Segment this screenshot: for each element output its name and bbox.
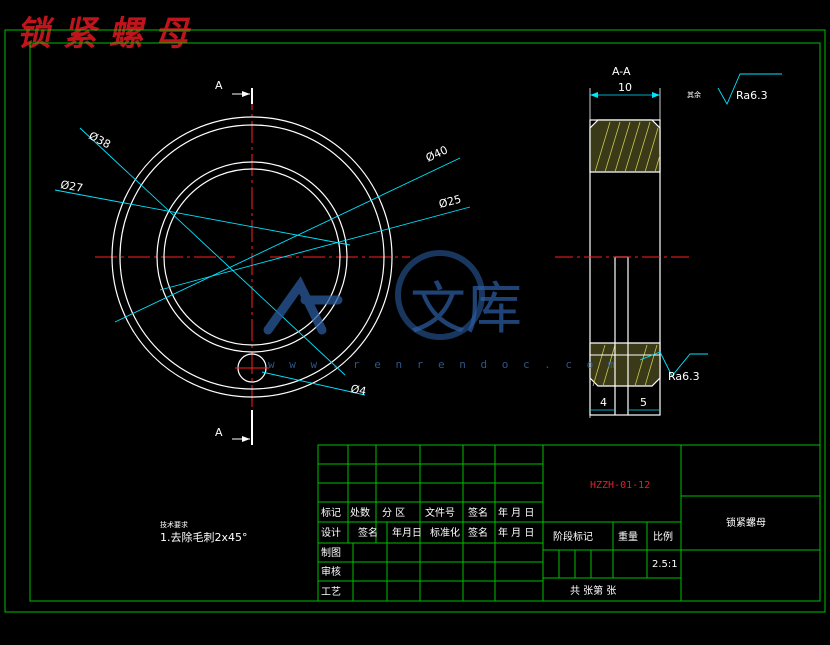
hatch-lines-bottom	[592, 344, 658, 387]
hatch-top	[589, 119, 661, 173]
circle-d38	[119, 124, 385, 390]
roughness-top-text: Ra6.3	[736, 89, 768, 102]
tech-notes-heading: 技术要求	[160, 520, 188, 529]
dim-d40: Ø40	[424, 143, 450, 164]
watermark-brand: 文库	[410, 277, 522, 342]
tb-label-process: 工艺	[321, 586, 341, 598]
hatch-bottom	[589, 342, 661, 387]
part-name: 锁紧螺母	[726, 516, 766, 529]
leader-d38	[79, 127, 346, 376]
tb-label-count: 处数	[350, 506, 370, 519]
leader-d40	[114, 157, 461, 323]
watermark-url: w w w . r e n r e n d o c . c o m	[268, 358, 619, 371]
circle-d27	[156, 161, 348, 353]
tb-label-date3: 年 月 日	[498, 526, 534, 539]
tb-label-date: 年 月 日	[498, 506, 534, 519]
section-label: A-A	[612, 65, 631, 78]
dim-left-gap: 4	[600, 396, 607, 409]
leader-d4	[261, 371, 366, 396]
dim-d4: Ø4	[349, 382, 367, 398]
hatch-lines-top	[594, 121, 661, 173]
dim-right-gap: 5	[640, 396, 647, 409]
cut-label-bottom: A	[215, 426, 223, 439]
tb-label-marker: 标记	[321, 507, 341, 519]
section-view: A-A 10 4 5	[555, 65, 708, 418]
dim-d38: Ø38	[87, 129, 113, 151]
dim-d25: Ø25	[437, 192, 462, 210]
dim-width: 10	[618, 81, 632, 94]
cut-arrowhead-bottom	[242, 436, 250, 442]
roughness-symbol-top	[717, 73, 782, 106]
cut-label-top: A	[215, 79, 223, 92]
leader-d25	[159, 206, 471, 291]
tb-label-sign3: 签名	[468, 526, 488, 539]
tb-label-sign: 签名	[468, 506, 488, 519]
inner-circle-d25	[163, 168, 341, 346]
roughness-note: 其余 Ra6.3	[687, 73, 782, 106]
tb-label-date2: 年月日	[392, 526, 422, 539]
watermark-logo	[263, 276, 343, 335]
dim-d27: Ø27	[59, 178, 84, 195]
tb-scale-label: 比例	[653, 530, 673, 543]
title-block	[317, 444, 821, 602]
roughness-symbol-side	[659, 351, 708, 377]
leader-d27	[54, 189, 351, 246]
cut-arrowhead-top	[242, 91, 250, 97]
arrowhead	[652, 92, 660, 98]
tb-sheet-text: 共 张第 张	[570, 584, 616, 597]
tb-label-standard: 标准化	[430, 526, 460, 539]
watermark: 文库 w w w . r e n r e n d o c . c o m	[263, 250, 619, 371]
tb-label-zone: 分 区	[382, 507, 405, 519]
tech-notes-line1: 1.去除毛刺2x45°	[160, 530, 248, 544]
tb-label-drafting: 制图	[321, 546, 341, 559]
drawing-number: HZZH-01-12	[590, 480, 650, 491]
outer-circle-d40	[111, 116, 393, 398]
tb-stage-label: 阶段标记	[553, 530, 593, 543]
tb-label-review: 审核	[321, 565, 341, 578]
watermark-ring	[395, 250, 485, 340]
arrowhead	[590, 92, 598, 98]
roughness-note-small: 其余	[687, 90, 701, 99]
tb-label-sign2: 签名	[358, 526, 378, 539]
tb-label-file: 文件号	[425, 506, 455, 519]
tb-scale-value: 2.5:1	[652, 559, 678, 570]
outer-frame	[4, 29, 826, 613]
front-view: A A Ø38 Ø27 Ø40 Ø25 Ø4	[54, 79, 471, 445]
tb-weight-label: 重量	[618, 530, 638, 543]
roughness-side-text: Ra6.3	[668, 370, 700, 383]
tb-label-design: 设计	[321, 526, 341, 539]
